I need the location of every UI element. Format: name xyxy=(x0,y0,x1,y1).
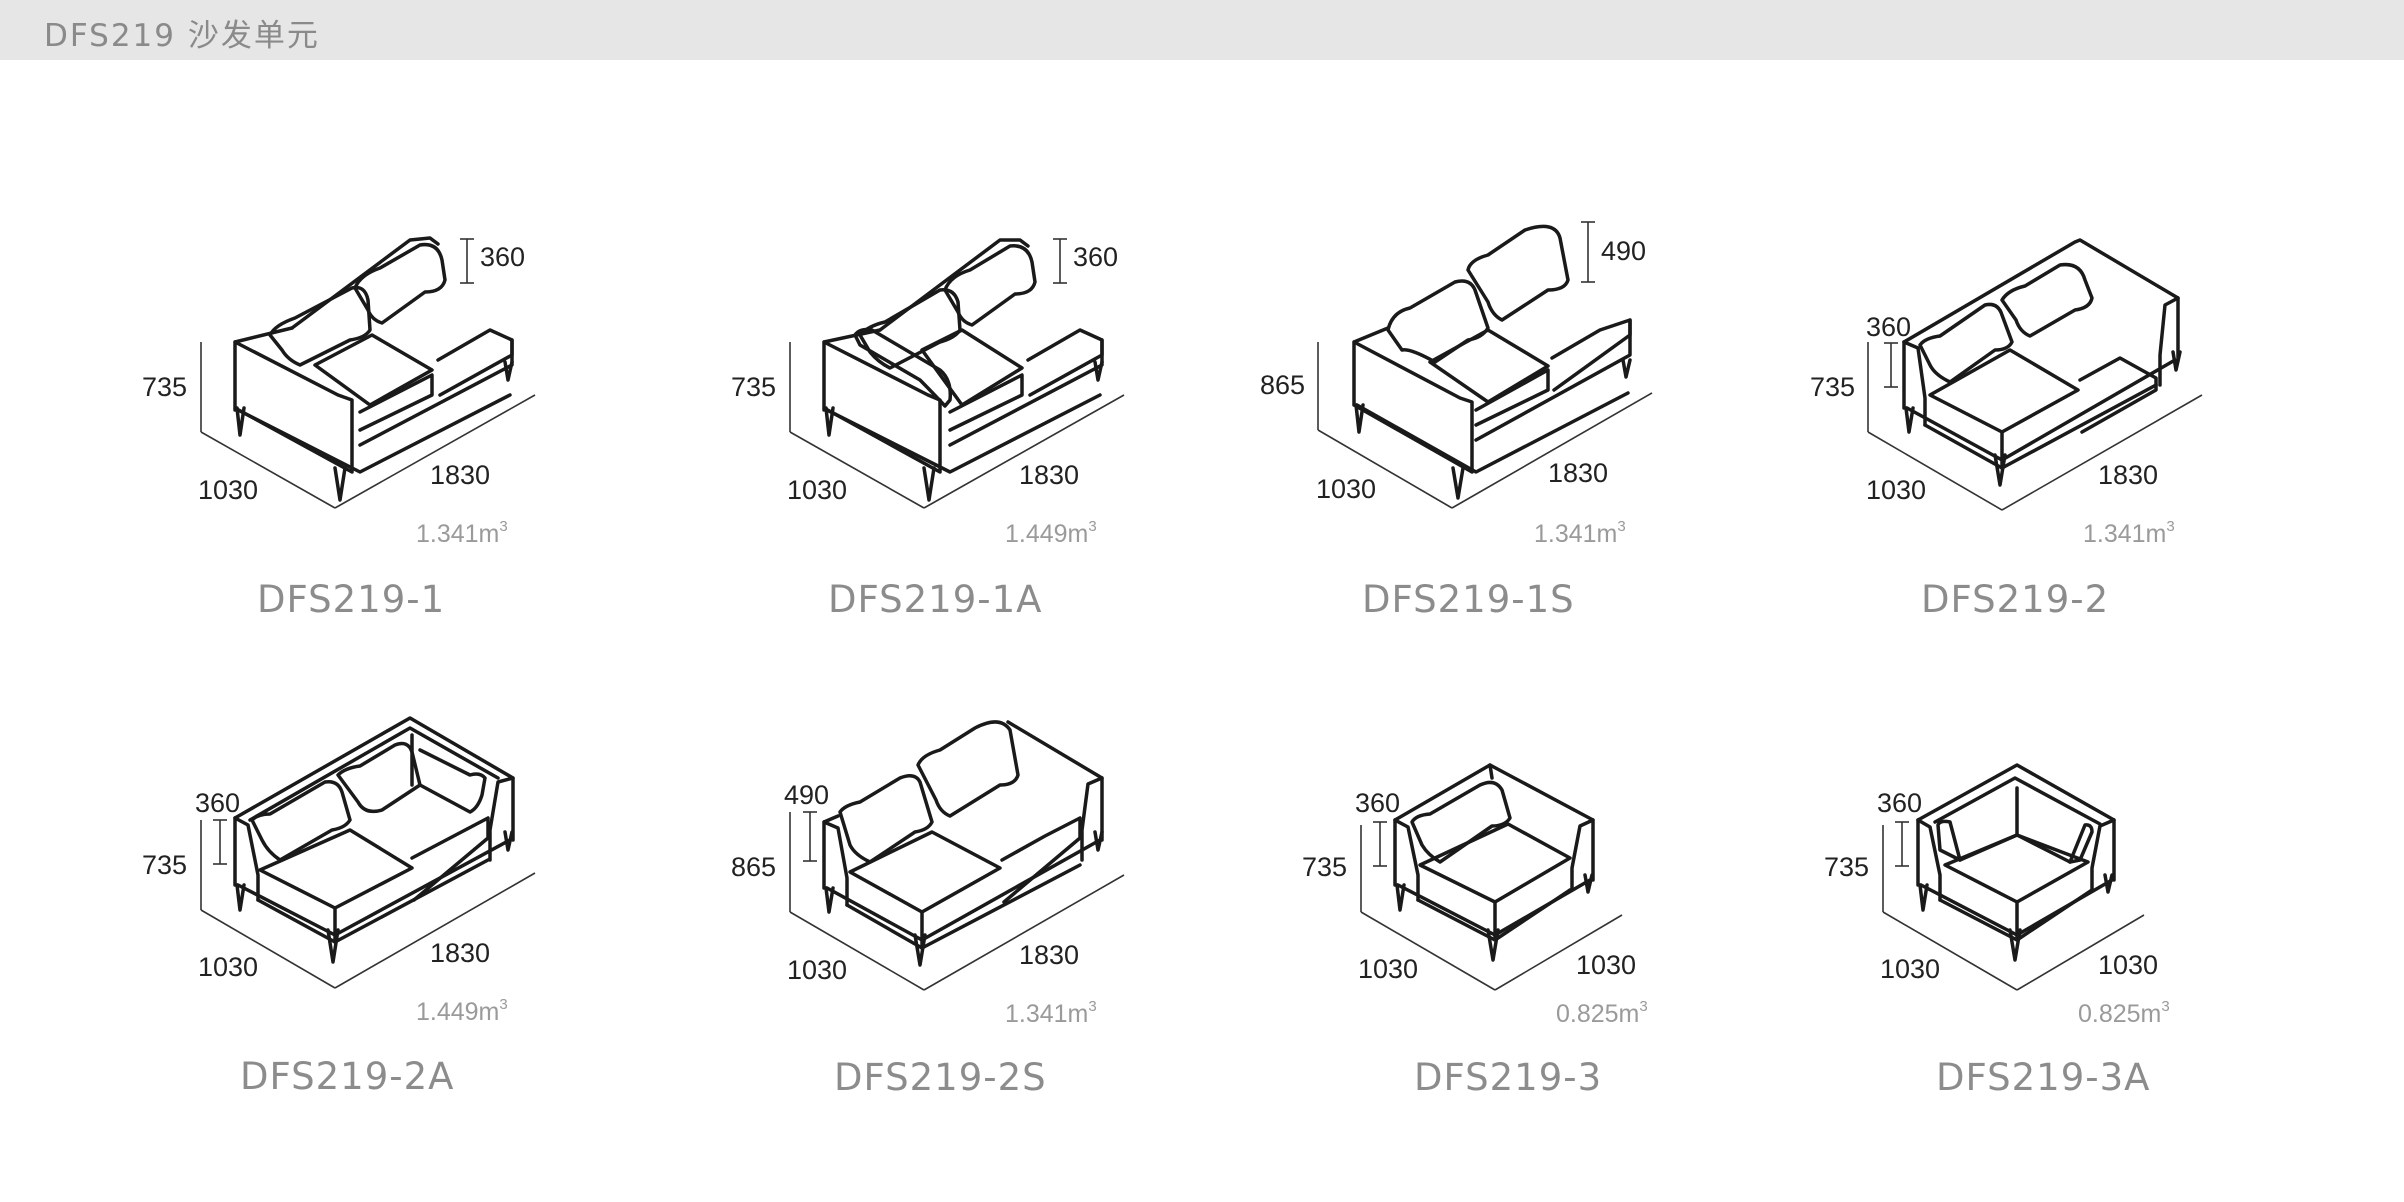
volume: 1.341m3 xyxy=(1534,518,1626,548)
height-dim: 735 xyxy=(1302,852,1348,882)
model-label: DFS219-3 xyxy=(1414,1056,1603,1099)
height-dim: 735 xyxy=(142,372,188,402)
sofa-unit-dfs219-2s: 865 490 1030 1830 1.341m3 DFS219-2S xyxy=(700,690,1260,1150)
volume: 0.825m3 xyxy=(2078,998,2170,1028)
model-label: DFS219-1 xyxy=(257,578,446,621)
cushion-dim: 490 xyxy=(784,780,830,810)
depth-dim: 1030 xyxy=(1880,954,1941,984)
depth-dim: 1030 xyxy=(1358,954,1419,984)
depth-dim: 1030 xyxy=(198,952,259,982)
sofa-2a-drawing-icon xyxy=(200,716,536,989)
volume: 1.449m3 xyxy=(1005,518,1097,548)
height-dim: 735 xyxy=(142,850,188,880)
height-dim: 735 xyxy=(1810,372,1856,402)
page-title: DFS219 沙发单元 xyxy=(44,18,320,54)
volume: 1.341m3 xyxy=(1005,998,1097,1028)
cushion-dim: 360 xyxy=(195,788,241,818)
width-dim: 1830 xyxy=(430,460,491,490)
height-dim: 735 xyxy=(1824,852,1870,882)
cushion-dim: 360 xyxy=(1073,242,1119,272)
model-label: DFS219-3A xyxy=(1936,1056,2151,1099)
sofa-3a-drawing-icon xyxy=(1882,763,2145,991)
model-label: DFS219-2A xyxy=(240,1055,455,1098)
depth-dim: 1030 xyxy=(1316,474,1377,504)
width-dim: 1030 xyxy=(2098,950,2159,980)
width-dim: 1830 xyxy=(2098,460,2159,490)
cushion-dim: 490 xyxy=(1601,236,1647,266)
volume: 0.825m3 xyxy=(1556,998,1648,1028)
sofa-unit-dfs219-1s: 865 1030 1830 490 1.341m3 DFS219-1S xyxy=(1230,190,1790,650)
sofa-unit-dfs219-1: 735 1030 1830 360 1.341m3 DFS219-1 xyxy=(120,200,680,660)
sofa-unit-dfs219-1a: 735 1030 1830 360 1.449m3 DFS219-1A xyxy=(700,200,1260,660)
cushion-dim: 360 xyxy=(480,242,526,272)
sofa-unit-dfs219-3: 735 360 1030 1030 0.825m3 DFS219-3 xyxy=(1280,740,1840,1200)
height-dim: 865 xyxy=(731,852,777,882)
volume: 1.341m3 xyxy=(2083,518,2175,548)
width-dim: 1830 xyxy=(1548,458,1609,488)
width-dim: 1030 xyxy=(1576,950,1637,980)
width-dim: 1830 xyxy=(1019,460,1080,490)
cushion-dim: 360 xyxy=(1355,788,1401,818)
height-dim: 865 xyxy=(1260,370,1306,400)
model-label: DFS219-2 xyxy=(1921,578,2110,621)
model-label: DFS219-1A xyxy=(828,578,1043,621)
cushion-dim: 360 xyxy=(1866,312,1912,342)
sofa-2-drawing-icon xyxy=(1867,238,2203,511)
sofa-unit-dfs219-2a: 735 360 1030 1830 1.449m3 DFS219-2A xyxy=(120,690,680,1150)
model-label: DFS219-2S xyxy=(834,1056,1047,1099)
header-bar: DFS219 沙发单元 xyxy=(0,0,2404,60)
sofa-1-drawing-icon xyxy=(200,236,536,509)
sofa-2s-drawing-icon xyxy=(789,720,1125,991)
height-dim: 735 xyxy=(731,372,777,402)
volume: 1.341m3 xyxy=(416,518,508,548)
model-label: DFS219-1S xyxy=(1362,578,1575,621)
sofa-3-drawing-icon xyxy=(1360,763,1623,991)
sofa-1a-drawing-icon xyxy=(789,238,1125,509)
sofa-unit-dfs219-2: 735 360 1030 1830 1.341m3 DFS219-2 xyxy=(1780,210,2340,670)
depth-dim: 1030 xyxy=(787,955,848,985)
sofa-1s-drawing-icon xyxy=(1317,221,1653,509)
depth-dim: 1030 xyxy=(1866,475,1927,505)
sofa-unit-dfs219-3a: 735 360 1030 1030 0.825m3 DFS219-3A xyxy=(1800,740,2360,1200)
width-dim: 1830 xyxy=(430,938,491,968)
depth-dim: 1030 xyxy=(198,475,259,505)
volume: 1.449m3 xyxy=(416,996,508,1026)
width-dim: 1830 xyxy=(1019,940,1080,970)
depth-dim: 1030 xyxy=(787,475,848,505)
cushion-dim: 360 xyxy=(1877,788,1923,818)
